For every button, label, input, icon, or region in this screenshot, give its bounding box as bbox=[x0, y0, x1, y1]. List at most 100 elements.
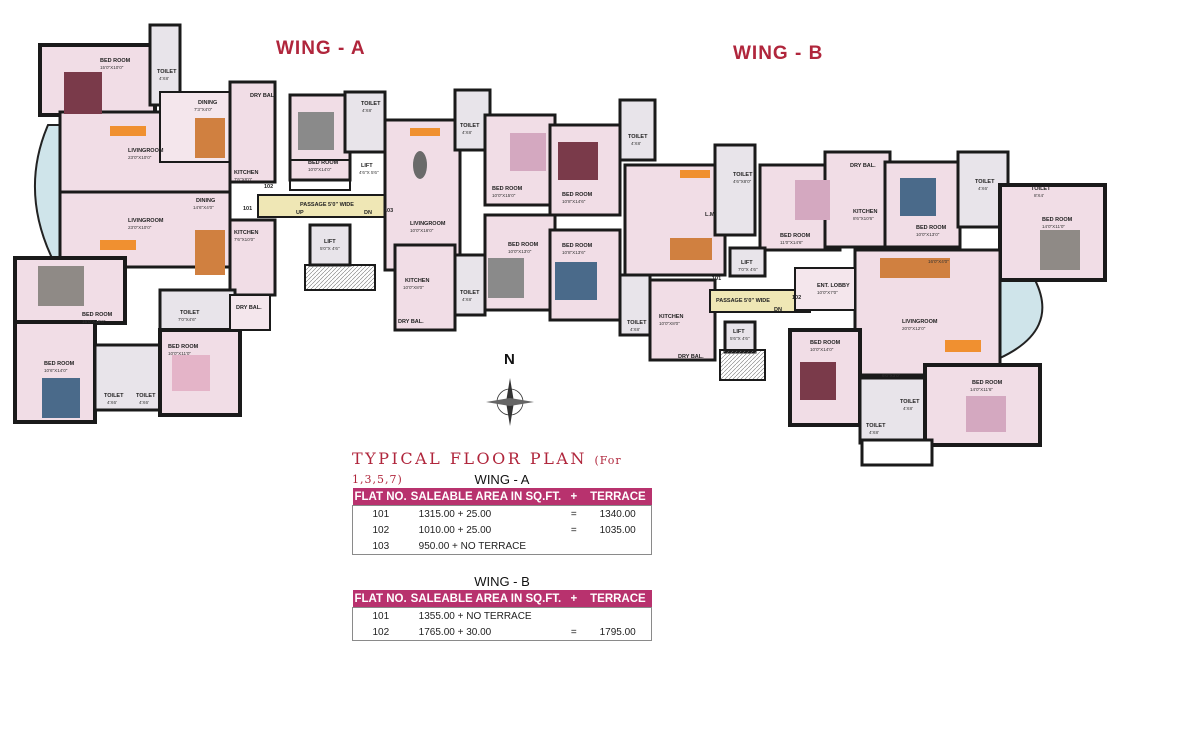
room-dim: 4'6"X8'0" bbox=[733, 179, 752, 184]
room-label: TOILET bbox=[733, 172, 753, 178]
room-label: KITCHEN bbox=[853, 209, 877, 215]
room-dim: 23'0"X10'0" bbox=[128, 225, 152, 230]
room-dim: 4'X8' bbox=[630, 327, 640, 332]
flat-number: 102 bbox=[264, 184, 273, 190]
balcony-b bbox=[860, 438, 934, 467]
room-dim: 10'6"X14'0" bbox=[44, 368, 68, 373]
cell-total: 1795.00 bbox=[599, 626, 636, 638]
lift-a1 bbox=[289, 159, 351, 191]
plan-title-main: TYPICAL FLOOR PLAN bbox=[352, 449, 587, 468]
room-label: KITCHEN bbox=[234, 170, 258, 176]
room-label: LIFT bbox=[733, 329, 745, 335]
room-label: L.M bbox=[705, 212, 715, 218]
table-row: 102 1765.00 + 30.00 = 1795.00 bbox=[353, 624, 652, 641]
room-label: DINING bbox=[198, 100, 217, 106]
room-label: TOILET bbox=[104, 393, 124, 399]
bed-furniture bbox=[558, 142, 598, 180]
room-label: DN bbox=[364, 210, 372, 216]
room-label: TOILET bbox=[460, 290, 480, 296]
room-dim: 4'X8' bbox=[362, 108, 372, 113]
room-label: TOILET bbox=[157, 69, 177, 75]
room-label: KITCHEN bbox=[234, 230, 258, 236]
header-plus: + bbox=[563, 590, 585, 608]
header-plus: + bbox=[563, 488, 585, 506]
room-label: LIVINGROOM bbox=[128, 218, 164, 224]
room-dim: 7'6"X10'0" bbox=[234, 237, 255, 242]
room-dim: 7'0"X4'6" bbox=[178, 317, 197, 322]
flat-number: 101 bbox=[243, 206, 252, 212]
room-label: BED ROOM bbox=[562, 192, 593, 198]
room-dim: 4'X6' bbox=[139, 400, 149, 405]
room-dim: 6'0"X3'0" bbox=[882, 373, 901, 378]
room-label: ENT. LOBBY bbox=[817, 283, 850, 289]
cell-flat: 103 bbox=[372, 540, 390, 552]
room-label: TOILET bbox=[180, 310, 200, 316]
room-dim: 4'X8' bbox=[903, 406, 913, 411]
room-dim: 10'0"X7'0" bbox=[817, 290, 838, 295]
room-label: PASSAGE 5'0" WIDE bbox=[716, 298, 770, 304]
north-label: N bbox=[504, 351, 515, 368]
sofa bbox=[680, 170, 710, 178]
room-label: TOILET bbox=[136, 393, 156, 399]
room-dim: 15'0"X10'0" bbox=[100, 65, 124, 70]
cell-eq: = bbox=[570, 524, 577, 536]
room-dim: 10'8"X14'6" bbox=[562, 199, 586, 204]
room-label: LIFT bbox=[741, 260, 753, 266]
room-label: LIFT bbox=[324, 239, 336, 245]
bed-furniture bbox=[38, 266, 84, 306]
wing-b-area-table: WING - B FLAT NO. SALEABLE AREA IN SQ.FT… bbox=[352, 574, 652, 641]
header-area: SALEABLE AREA IN SQ.FT. bbox=[408, 590, 564, 608]
room-label: BED ROOM bbox=[44, 361, 75, 367]
lift-b1 bbox=[728, 246, 767, 278]
cell-eq: = bbox=[570, 626, 577, 638]
room-a-toilets bbox=[93, 343, 167, 412]
cell-area: 1315.00 + 25.00 bbox=[418, 508, 492, 520]
room-label: LIFT bbox=[361, 163, 373, 169]
cell-total bbox=[584, 608, 651, 625]
room-label: BED ROOM bbox=[780, 233, 811, 239]
room-dim: 4'X8' bbox=[159, 76, 169, 81]
room-dim: 14'6"X4'0" bbox=[193, 205, 214, 210]
bed-furniture bbox=[42, 378, 80, 418]
header-flat: FLAT NO. bbox=[352, 488, 409, 506]
room-dim: 11'0"X14'6" bbox=[780, 240, 803, 245]
room-label: BED ROOM bbox=[508, 242, 539, 248]
dining-table bbox=[670, 238, 712, 260]
wing-a-plan bbox=[13, 23, 557, 424]
bed-furniture bbox=[172, 355, 210, 391]
table-row: 101 1355.00 + NO TERRACE bbox=[353, 608, 652, 625]
room-label: BED ROOM bbox=[100, 58, 131, 64]
room-b-kitchen1 bbox=[648, 278, 717, 362]
flat-number: 102 bbox=[792, 295, 801, 301]
cell-flat: 101 bbox=[372, 610, 390, 622]
room-label: TOILET bbox=[975, 179, 995, 185]
dining-table bbox=[195, 230, 225, 275]
room-dim: 10'0"X8'0" bbox=[403, 285, 424, 290]
plan-title: TYPICAL FLOOR PLAN (For 1,3,5,7) bbox=[352, 449, 672, 487]
room-label: KITCHEN bbox=[405, 278, 429, 284]
room-dim: 4'X8' bbox=[631, 141, 641, 146]
area-table: FLAT NO. SALEABLE AREA IN SQ.FT. + TERRA… bbox=[352, 488, 652, 555]
room-dim: 4'X8' bbox=[462, 297, 472, 302]
bed-furniture bbox=[64, 72, 102, 114]
cell-flat: 102 bbox=[372, 626, 390, 638]
bed-furniture bbox=[555, 262, 597, 300]
balcony-arc bbox=[999, 279, 1044, 360]
stairs-a bbox=[304, 264, 376, 291]
bed-furniture bbox=[795, 180, 830, 220]
cell-total: 1035.00 bbox=[599, 524, 636, 536]
cell-eq: = bbox=[570, 508, 577, 520]
floor-plan-svg: BED ROOM 15'0"X10'0" TOILET 4'X8' DINING… bbox=[13, 23, 1107, 467]
table-title: WING - A bbox=[474, 472, 530, 487]
room-label: TOILET bbox=[361, 101, 381, 107]
room-label: TOILET bbox=[460, 123, 480, 129]
sofa bbox=[945, 340, 981, 352]
lift-a2 bbox=[308, 223, 352, 267]
header-terrace: TERRACE bbox=[584, 590, 652, 608]
room-dim: 8'6"X10'6" bbox=[853, 216, 874, 221]
room-b-toilet3 bbox=[713, 143, 757, 237]
room-label: DRY BAL. bbox=[236, 305, 262, 311]
cell-area: 1010.00 + 25.00 bbox=[418, 524, 492, 536]
room-label: LIVINGROOM bbox=[410, 221, 446, 227]
room-label: BED ROOM bbox=[82, 312, 113, 318]
